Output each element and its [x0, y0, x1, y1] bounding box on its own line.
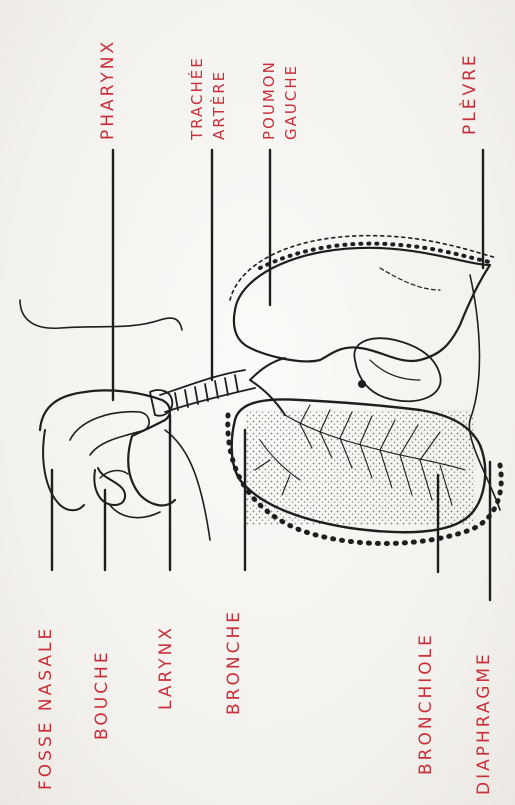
heart: [354, 338, 440, 401]
neck-front: [165, 430, 210, 540]
heart-dot: [358, 380, 366, 388]
label-trachee-line2: ARTÈRE: [212, 70, 227, 140]
label-pharynx: PHARYNX: [100, 39, 117, 140]
label-fosse-nasale: FOSSE NASALE: [38, 626, 55, 790]
upper-lung-outline: [234, 248, 490, 362]
label-poumon-line1: POUMON: [262, 60, 277, 140]
label-trachee-line1: TRACHÉE: [190, 56, 205, 140]
label-diaphragme: DIAPHRAGME: [476, 651, 493, 795]
head-outline: [40, 390, 175, 505]
lung-fissure: [380, 268, 440, 290]
alveoli-texture: [245, 410, 475, 525]
label-plevre: PLÈVRE: [462, 52, 479, 135]
bronchus-right: [250, 380, 285, 415]
mouth-curve: [94, 468, 125, 505]
heart-detail: [370, 360, 420, 380]
label-bouche: BOUCHE: [94, 649, 111, 740]
face-outline: [43, 430, 84, 510]
back-of-head: [20, 300, 182, 330]
label-bronchiole: BRONCHIOLE: [418, 632, 435, 775]
label-bronche: BRONCHE: [226, 609, 243, 715]
chin: [110, 505, 160, 518]
bronchus-left: [250, 358, 285, 380]
trachea: [160, 370, 255, 412]
label-larynx: LARYNX: [158, 625, 175, 710]
label-poumon-line2: GAUCHE: [284, 64, 299, 140]
